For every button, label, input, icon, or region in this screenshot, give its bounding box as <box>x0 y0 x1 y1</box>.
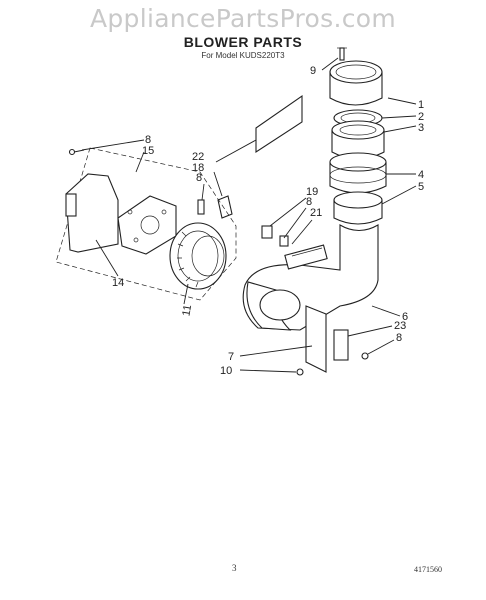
callout-21: 21 <box>310 207 322 219</box>
callout-8-mid: 8 <box>196 172 202 184</box>
callout-3: 3 <box>418 122 424 134</box>
part-8-screw-top <box>68 148 85 156</box>
page-number: 3 <box>232 563 237 573</box>
callout-11: 11 <box>180 304 194 317</box>
watermark: AppliancePartsPros.com <box>89 4 397 33</box>
callout-5: 5 <box>418 181 424 193</box>
callout-22: 22 <box>192 151 204 163</box>
callout-8-top: 8 <box>145 134 151 146</box>
diagram-subtitle: For Model KUDS220T3 <box>201 51 285 60</box>
callout-14: 14 <box>112 277 124 289</box>
part-14-motor <box>65 173 119 253</box>
part-4-duct-ring <box>329 152 387 194</box>
callout-7: 7 <box>228 351 234 363</box>
part-10-screw <box>296 368 304 376</box>
part-21-clip <box>279 235 289 247</box>
callout-18: 18 <box>192 162 204 174</box>
callout-4: 4 <box>418 169 424 181</box>
part-9-screw <box>337 47 347 61</box>
callout-15: 15 <box>142 145 154 157</box>
part-19-connector <box>261 225 273 239</box>
assembly-boundary <box>55 147 237 301</box>
part-22-gasket <box>255 94 303 154</box>
part-18-clip <box>217 195 233 219</box>
callout-10: 10 <box>220 365 232 377</box>
part-11-blower-wheel <box>169 222 227 290</box>
leader-lines <box>81 57 417 373</box>
part-1-blower-cap <box>329 60 383 106</box>
diagram-title: BLOWER PARTS <box>183 34 303 50</box>
callout-6: 6 <box>402 311 408 323</box>
callout-19: 19 <box>306 186 318 198</box>
part-8-screw-lower <box>361 352 369 360</box>
part-7-mounting-plate <box>305 305 327 373</box>
part-6-blower-housing <box>242 224 379 331</box>
part-23-bracket <box>333 329 349 361</box>
part-8-screw-mid <box>197 199 205 215</box>
callout-23: 23 <box>394 320 406 332</box>
document-number: 4171560 <box>414 565 442 574</box>
motor-plate <box>117 195 177 255</box>
callout-2: 2 <box>418 111 424 123</box>
callout-9: 9 <box>310 65 316 77</box>
callout-8-right: 8 <box>306 196 312 208</box>
callout-1: 1 <box>418 99 424 111</box>
callout-8-lower: 8 <box>396 332 402 344</box>
part-5-duct-seal <box>333 191 383 225</box>
